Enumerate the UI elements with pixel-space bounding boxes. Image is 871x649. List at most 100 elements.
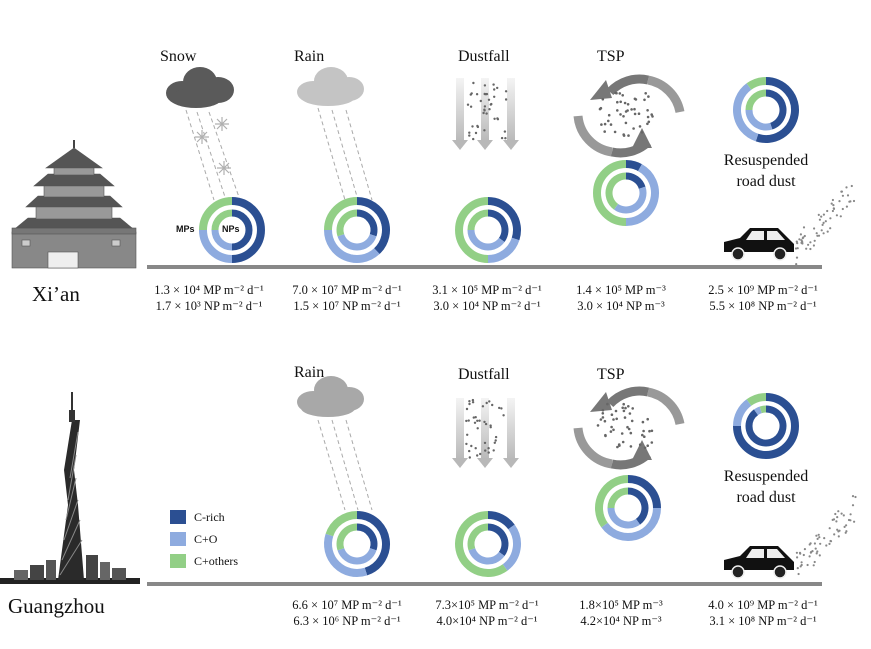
particle-dot [479,452,482,456]
particle-dot [504,90,508,93]
road-dust-dot [849,513,852,516]
particle-dot [622,402,625,406]
guangzhou-dustfall-arrows-icon [452,398,519,468]
xian-rain-outer-segment-0 [356,197,390,255]
road-dust-dot [818,554,821,557]
road-dust-dot [795,263,798,266]
xian-rain-label: Rain [294,48,325,65]
road-dust-dot [849,200,852,203]
particle-dot [476,427,479,430]
particle-dot [633,112,637,116]
gz-road-outer-segment-0 [733,393,799,459]
xian-snow-np: 1.7 × 10³ NP m⁻² d⁻¹ [155,299,263,313]
particle-dot [504,98,508,101]
particle-dot [470,444,473,448]
guangzhou-city-label: Guangzhou [8,594,105,618]
road-dust-dot [838,529,841,532]
xian-tsp-mp: 1.4 × 10⁵ MP m⁻³ [576,283,666,297]
xian-dustfall-outer-segment-1 [487,237,520,263]
particle-dot [500,407,503,410]
particle-dot [633,107,636,111]
xian-rain-np: 1.5 × 10⁷ NP m⁻² d⁻¹ [293,299,401,313]
particle-dot [623,416,627,419]
xian-snow-fall-lines [185,109,241,201]
guangzhou-road-dust-mp: 4.0 × 10⁹ MP m⁻² d⁻¹ [708,598,818,612]
particle-dot [601,412,605,415]
xian-tsp-particles [598,91,654,137]
particle-dot [622,134,626,137]
particle-dot [650,113,653,116]
xian-tsp-inner-segment-0 [625,172,646,190]
road-dust-dot [801,237,804,240]
particle-dot [468,456,471,459]
particle-dot [472,416,475,419]
gz-road-inner-segment-2 [759,405,767,414]
road-dust-dot [853,520,856,523]
gz-rain-outer-segment-0 [356,511,390,576]
guangzhou-rain-flux: 6.6 × 10⁷ MP m⁻² d⁻¹ 6.3 × 10⁶ NP m⁻² d⁻… [272,597,422,629]
particle-dot [493,117,496,121]
particle-dot [483,105,487,108]
particle-dot [630,108,633,111]
particle-dot [474,416,477,419]
road-dust-dot [819,542,822,545]
road-dust-dot [797,572,800,576]
gz-tsp-outer-segment-1 [601,507,661,541]
xian-dustfall-ring-background [455,197,521,263]
road-dust-dot [813,239,816,242]
particle-dot [596,424,600,427]
particle-dot [643,435,646,439]
particle-dot [500,136,504,140]
xian-road-inner-segment-1 [745,109,773,131]
particle-dot [468,134,471,137]
particle-dot [476,124,479,128]
particle-dot [607,113,611,117]
xian-snow-outer-segment-2 [199,197,233,231]
road-dust-dot [795,551,799,554]
particle-dot [488,108,491,111]
road-dust-dot [800,241,803,244]
composition-donut-rings [199,77,799,577]
gz-rain-ring-background [324,511,390,577]
particle-dot [484,449,487,452]
xian-tsp-outer-segment-0 [625,160,642,172]
gz-tsp-inner-segment-0 [627,487,649,525]
guangzhou-tsp-mp: 1.8×10⁵ MP m⁻³ [579,598,663,612]
particle-dot [474,447,477,450]
particle-dot [487,447,490,450]
xian-ground-line [147,265,822,269]
xian-tsp-np: 3.0 × 10⁴ NP m⁻³ [577,299,665,313]
guangzhou-rain-mp: 6.6 × 10⁷ MP m⁻² d⁻¹ [292,598,402,612]
xian-rain-flux: 7.0 × 10⁷ MP m⁻² d⁻¹ 1.5 × 10⁷ NP m⁻² d⁻… [272,282,422,314]
road-dust-dot [821,223,824,226]
particle-dot [619,100,622,104]
particle-dot [494,435,498,439]
road-dust-dot [824,220,827,223]
particle-dot [479,99,482,103]
canton-tower-icon [0,392,140,584]
road-dust-dot [840,190,844,193]
guangzhou-tsp-label: TSP [597,366,625,383]
xian-rain-mp: 7.0 × 10⁷ MP m⁻² d⁻¹ [292,283,402,297]
road-dust-dot [828,527,831,530]
road-dust-dot [841,207,844,211]
xian-snow-outer-segment-1 [199,229,233,263]
particle-dot [598,107,602,111]
xian-dustfall-np: 3.0 × 10⁴ NP m⁻² d⁻¹ [433,299,541,313]
road-dust-dot [849,519,852,522]
particle-dot [643,446,647,450]
gz-dustfall-inner-segment-0 [487,523,509,557]
nps-label: NPs [222,224,240,234]
particle-dot [624,110,628,113]
particle-dot [465,419,468,423]
particle-dot [600,123,603,126]
particle-dot [492,449,495,452]
guangzhou-rain-label: Rain [294,364,325,381]
particle-dot [476,419,479,422]
particle-dot [465,442,468,446]
resuspended-line1: Resuspended [723,152,809,169]
xian-dustfall-outer-segment-2 [455,197,489,263]
guangzhou-tsp-flux: 1.8×10⁵ MP m⁻³ 4.2×10⁴ NP m⁻³ [546,597,696,629]
road-dust-dot [815,232,818,235]
